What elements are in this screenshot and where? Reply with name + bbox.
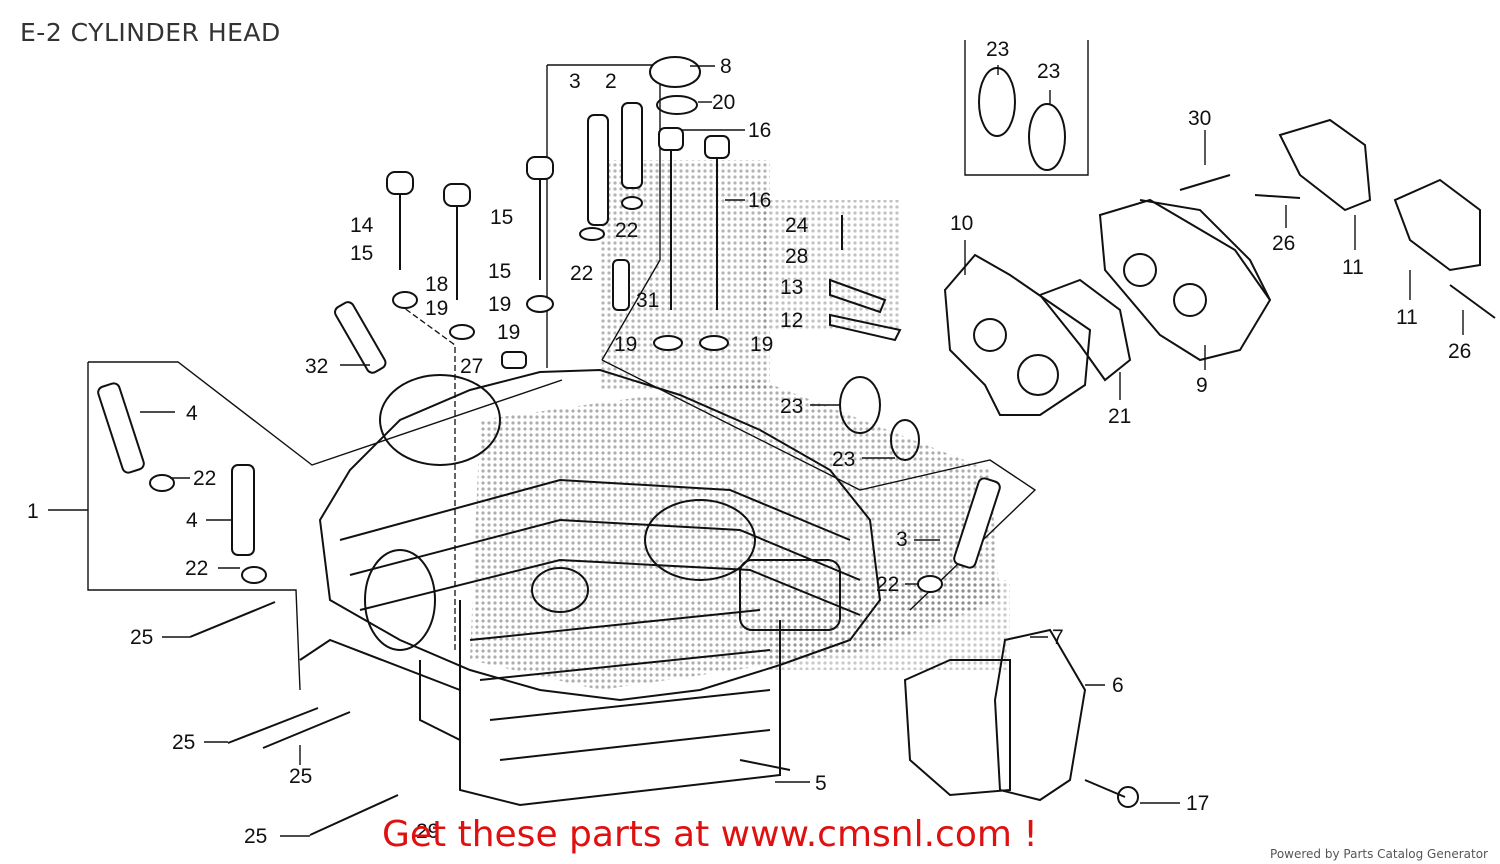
callout-27: 27 [460, 355, 483, 378]
bolts-and-studs [97, 56, 1496, 836]
callout-1: 1 [27, 500, 39, 523]
callout-32: 32 [305, 355, 328, 378]
callout-11: 11 [1396, 306, 1418, 329]
callout-15: 15 [488, 260, 511, 283]
callout-19: 19 [425, 297, 448, 320]
callout-23: 23 [832, 448, 855, 471]
callout-labels: 1 2 3 3 4 4 5 6 7 8 9 10 11 11 12 13 14 … [27, 38, 1471, 848]
page-title: E-2 CYLINDER HEAD [20, 18, 281, 47]
callout-8: 8 [720, 55, 732, 78]
callout-23: 23 [780, 395, 803, 418]
parts-link-banner[interactable]: Get these parts at www.cmsnl.com ! [382, 814, 1038, 855]
powered-by-footer: Powered by Parts Catalog Generator [1270, 847, 1488, 861]
callout-21: 21 [1108, 405, 1131, 428]
callout-12: 12 [780, 309, 803, 332]
callout-25: 25 [289, 765, 312, 788]
callout-2: 2 [605, 70, 617, 93]
callout-5: 5 [815, 772, 827, 795]
callout-18: 18 [425, 273, 448, 296]
cylinder-head-block [299, 368, 882, 807]
callout-4: 4 [186, 509, 198, 532]
callout-leaders [48, 65, 1464, 837]
callout-23: 23 [986, 38, 1009, 61]
callout-6: 6 [1112, 674, 1124, 697]
callout-28: 28 [785, 245, 808, 268]
callout-29: 29 [416, 820, 439, 843]
callout-25: 25 [172, 731, 195, 754]
callout-26: 26 [1272, 232, 1295, 255]
callout-17: 17 [1186, 792, 1209, 815]
callout-25: 25 [244, 825, 267, 848]
callout-19: 19 [750, 333, 773, 356]
callout-16: 16 [748, 119, 771, 142]
callout-11: 11 [1342, 256, 1364, 279]
intake-components [839, 67, 1481, 808]
callout-23: 23 [1037, 60, 1060, 83]
callout-25: 25 [130, 626, 153, 649]
callout-22: 22 [193, 467, 216, 490]
callout-19: 19 [497, 321, 520, 344]
callout-22: 22 [615, 219, 638, 242]
callout-3: 3 [569, 70, 581, 93]
callout-24: 24 [785, 214, 809, 237]
callout-10: 10 [950, 212, 973, 235]
callout-9: 9 [1196, 374, 1208, 397]
callout-22: 22 [185, 557, 208, 580]
callout-4: 4 [186, 402, 198, 425]
callout-31: 31 [636, 289, 659, 312]
callout-15: 15 [490, 206, 513, 229]
callout-22: 22 [876, 573, 899, 596]
callout-13: 13 [780, 276, 803, 299]
callout-26: 26 [1448, 340, 1471, 363]
callout-3: 3 [896, 528, 908, 551]
callout-16: 16 [748, 189, 771, 212]
callout-22: 22 [570, 262, 593, 285]
callout-30: 30 [1188, 107, 1211, 130]
callout-19: 19 [488, 293, 511, 316]
callout-15: 15 [350, 242, 373, 265]
callout-19: 19 [614, 333, 637, 356]
callout-7: 7 [1052, 626, 1064, 649]
callout-14: 14 [350, 214, 374, 237]
callout-20: 20 [712, 91, 735, 114]
